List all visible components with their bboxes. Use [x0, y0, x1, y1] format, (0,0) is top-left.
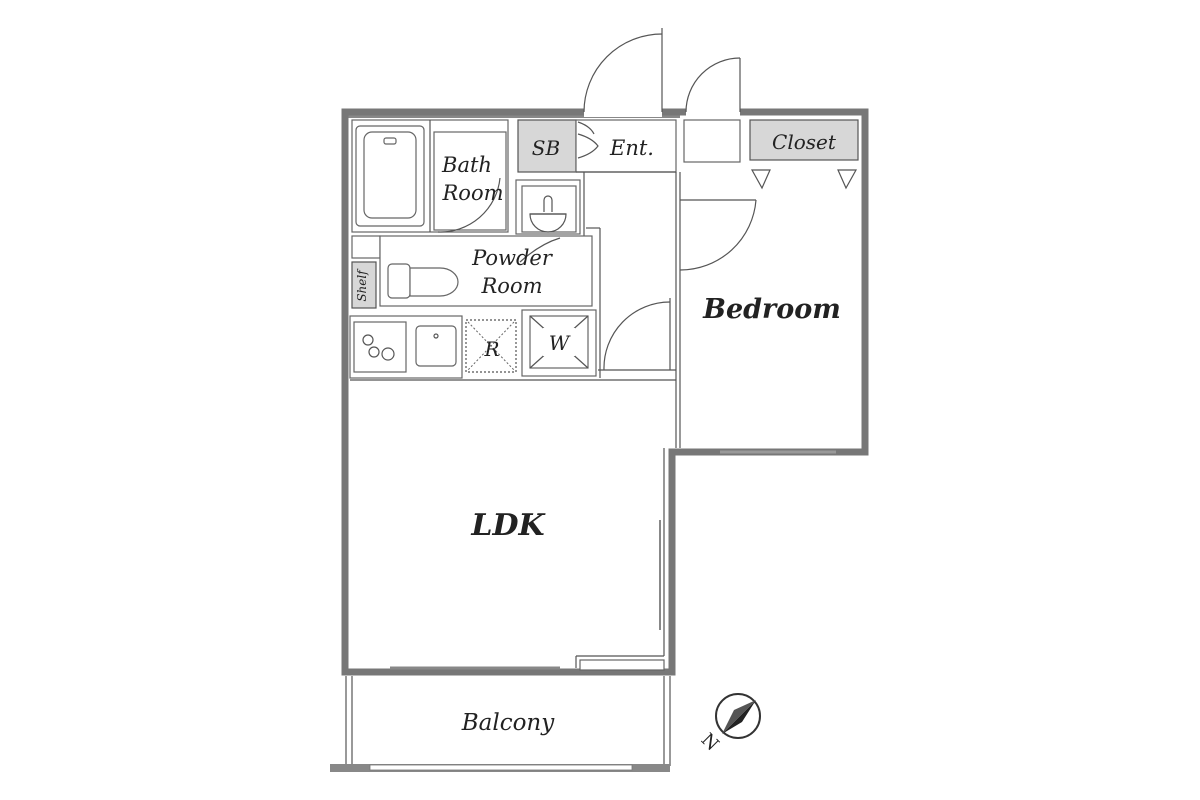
bedroom-door: [679, 199, 757, 271]
powder-room-label-line2: Room: [480, 274, 542, 298]
bath-room-label-line2: Room: [441, 181, 503, 205]
north-compass-icon: [715, 693, 761, 739]
wash-basin: [515, 179, 581, 235]
powder-room: [351, 235, 593, 309]
balcony-label: Balcony: [461, 710, 556, 736]
refrigerator-space: [465, 319, 517, 373]
refrigerator-label: R: [483, 337, 499, 361]
entrance-area: [575, 119, 677, 173]
entrance-storage: [683, 119, 741, 163]
bath-room: [351, 119, 509, 233]
balcony: [330, 676, 671, 772]
entrance-label: Ent.: [609, 136, 654, 160]
bedroom-label: Bedroom: [702, 294, 841, 325]
ldk-walls: [350, 379, 676, 671]
powder-room-label-line1: Powder: [471, 246, 554, 270]
corridor: [583, 172, 681, 448]
entrance-door: [583, 28, 663, 113]
bedroom-outer-door: [685, 57, 741, 113]
closet: [749, 119, 859, 190]
ldk-label: LDK: [470, 508, 546, 543]
closet-label: Closet: [772, 130, 837, 154]
compass-north-label: N: [697, 729, 723, 755]
corridor-door: [603, 298, 671, 371]
kitchen-counter: [349, 315, 463, 379]
sb-label: SB: [532, 136, 560, 160]
bath-room-label-line1: Bath: [441, 153, 492, 177]
shelf-label: Shelf: [355, 268, 369, 302]
washer-label: W: [549, 331, 571, 355]
